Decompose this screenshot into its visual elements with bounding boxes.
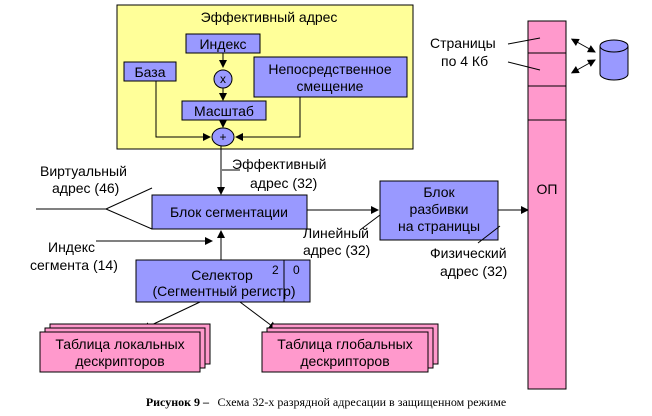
paging-label-2: разбивки bbox=[410, 201, 469, 217]
virtual-address-label-2: адрес (46) bbox=[52, 180, 119, 196]
pages-label-1: Страницы bbox=[430, 35, 496, 51]
effective-address-label-1: Эффективный bbox=[232, 156, 326, 172]
memory-column bbox=[527, 20, 567, 390]
figure-caption: Рисунок 9 – Схема 32-х разрядной адресац… bbox=[146, 393, 506, 410]
global-descriptor-table bbox=[261, 331, 429, 373]
selector-label-2: (Сегментный регистр) bbox=[152, 283, 295, 299]
linear-address-label-1: Линейный bbox=[303, 225, 369, 241]
segment-index-label-2: сегмента (14) bbox=[30, 257, 118, 273]
segmentation-label: Блок сегментации bbox=[170, 204, 288, 220]
paging-block bbox=[379, 180, 499, 241]
caption-label: Рисунок 9 – bbox=[146, 395, 210, 409]
segment-index-label-1: Индекс bbox=[48, 239, 95, 255]
displacement-box bbox=[253, 56, 408, 98]
linear-address-label-2: адрес (32) bbox=[303, 242, 370, 258]
physical-address-label-2: адрес (32) bbox=[440, 263, 507, 279]
base-box bbox=[123, 61, 177, 82]
plus-node bbox=[211, 127, 235, 147]
displacement-label-1: Непосредственное bbox=[268, 61, 391, 77]
selector-label-1: Селектор bbox=[191, 267, 253, 283]
effective-address-title: Эффективный адрес bbox=[201, 9, 338, 25]
virtual-address-label-1: Виртуальный bbox=[40, 163, 127, 179]
pages-label-2: по 4 Кб bbox=[441, 53, 488, 69]
base-label: База bbox=[134, 64, 165, 80]
global-table-label-2: дескрипторов bbox=[300, 353, 389, 369]
memory-label: ОП bbox=[537, 181, 558, 197]
selector-bit-2: 2 bbox=[272, 263, 279, 277]
selector-register bbox=[135, 259, 311, 303]
displacement-label-2: смещение bbox=[297, 78, 364, 94]
caption-text: Схема 32-х разрядной адресации в защищен… bbox=[218, 395, 507, 409]
effective-address-label-2: адрес (32) bbox=[250, 175, 317, 191]
paging-label-1: Блок bbox=[423, 184, 455, 200]
global-table-label-1: Таблица глобальных bbox=[277, 336, 412, 352]
svg-text:x: x bbox=[220, 72, 226, 86]
local-table-label-1: Таблица локальных bbox=[55, 336, 184, 352]
physical-address-label-1: Физический bbox=[430, 245, 507, 261]
selector-bit-0: 0 bbox=[293, 263, 300, 277]
disk-icon bbox=[599, 39, 629, 81]
svg-text:+: + bbox=[219, 130, 226, 144]
local-descriptor-table bbox=[39, 331, 201, 373]
local-table-label-2: дескрипторов bbox=[75, 353, 164, 369]
index-label: Индекс bbox=[199, 36, 246, 52]
paging-label-3: на страницы bbox=[398, 218, 480, 234]
segmentation-block bbox=[151, 194, 308, 230]
scale-label: Масштаб bbox=[194, 103, 254, 119]
